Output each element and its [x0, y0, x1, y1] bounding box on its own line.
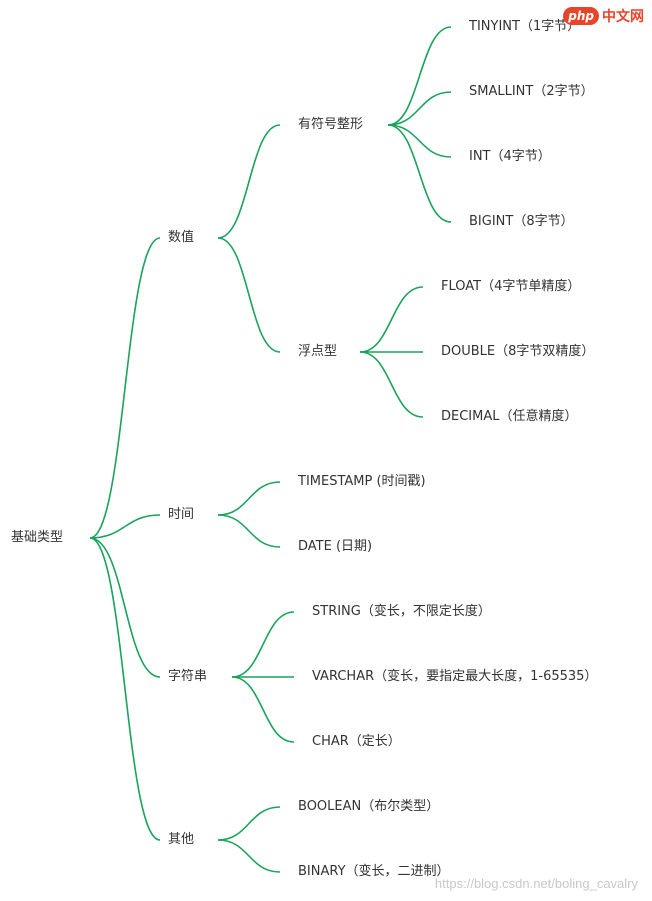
leaf-decimal: DECIMAL（任意精度） [441, 409, 578, 424]
edge-integer-smallint [387, 91, 452, 126]
edge-time-timestamp [217, 481, 281, 516]
site-watermark: php 中文网 [563, 4, 644, 28]
edge-integer-tinyint [387, 26, 452, 126]
source-url-watermark: https://blog.csdn.net/boling_cavalry [434, 876, 638, 891]
leaf-int: INT（4字节） [469, 149, 551, 164]
watermark-text: 中文网 [602, 9, 644, 25]
leaf-timestamp: TIMESTAMP (时间戳) [298, 474, 426, 489]
edge-string-string [231, 611, 295, 678]
edge-root-string [89, 537, 161, 678]
leaf-float: FLOAT（4字节单精度） [441, 279, 581, 294]
leaf-date: DATE (日期) [298, 539, 373, 554]
leaf-varchar: VARCHAR（变长，要指定最大长度，1-65535） [312, 669, 598, 684]
node-root: 基础类型 [11, 530, 64, 545]
leaf-char: CHAR（定长） [312, 734, 401, 749]
node-string: 字符串 [168, 669, 208, 684]
php-logo: php [563, 7, 599, 25]
edge-integer-bigint [387, 124, 452, 223]
edge-other-boolean [217, 806, 281, 841]
node-time: 时间 [168, 507, 195, 522]
node-signed-integer: 有符号整形 [298, 117, 364, 132]
edge-float-decimal [359, 351, 424, 418]
leaf-bigint: BIGINT（8字节） [469, 214, 574, 229]
leaf-tinyint: TINYINT（1字节） [469, 19, 581, 34]
edge-integer-int [387, 124, 452, 158]
leaf-double: DOUBLE（8字节双精度） [441, 344, 595, 359]
edge-other-binary [217, 839, 281, 873]
node-other: 其他 [168, 832, 195, 847]
leaf-boolean: BOOLEAN（布尔类型） [298, 799, 440, 814]
edge-root-time [89, 514, 161, 539]
node-numeric: 数值 [168, 230, 195, 245]
edge-float-float [359, 286, 424, 353]
edge-string-char [231, 676, 295, 743]
edge-numeric-integer [217, 124, 281, 239]
edge-root-other [89, 537, 161, 841]
leaf-binary: BINARY（变长，二进制） [298, 864, 450, 879]
edge-root-numeric [89, 237, 161, 539]
leaf-string: STRING（变长，不限定长度） [312, 604, 491, 619]
node-float: 浮点型 [298, 344, 338, 359]
leaf-smallint: SMALLINT（2字节） [469, 84, 594, 99]
edge-numeric-float [217, 237, 281, 353]
edge-time-date [217, 514, 281, 548]
